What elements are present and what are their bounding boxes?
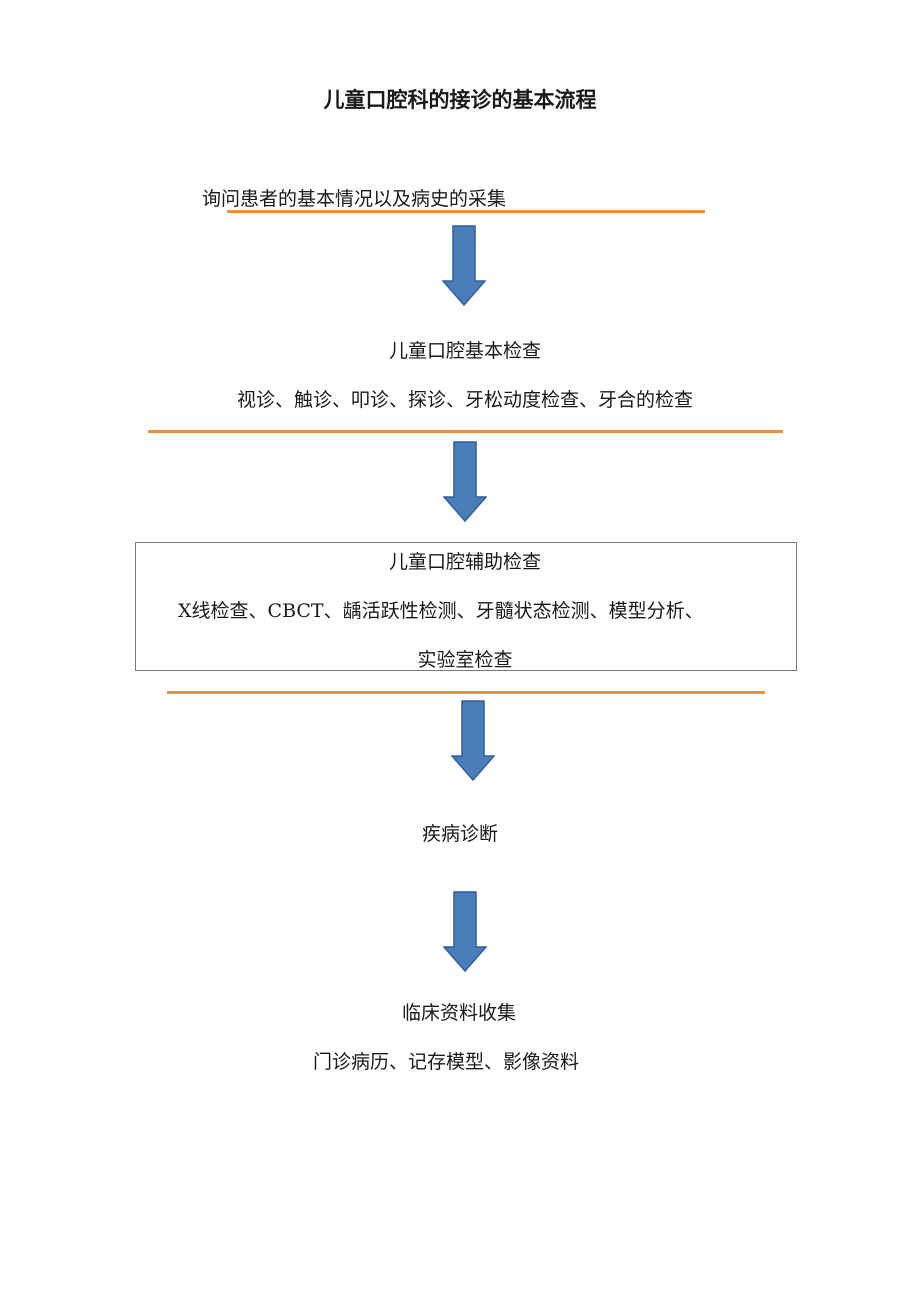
step-5-heading: 临床资料收集: [402, 1002, 517, 1024]
separator-line: [148, 430, 783, 433]
page-title: 儿童口腔科的接诊的基本流程: [323, 88, 597, 112]
down-arrow-icon: [443, 441, 487, 523]
step-1-heading: 询问患者的基本情况以及病史的采集: [202, 188, 507, 210]
step-3-detail-line2: 实验室检查: [417, 649, 513, 671]
step-3-detail-line1: X线检查、CBCT、龋活跃性检测、牙髓状态检测、模型分析、: [178, 600, 704, 622]
step-4-heading: 疾病诊断: [422, 823, 499, 845]
auxiliary-exam-box: [135, 542, 797, 671]
step-2-detail: 视诊、触诊、叩诊、探诊、牙松动度检查、牙合的检查: [236, 389, 693, 411]
step-3-heading: 儿童口腔辅助检查: [388, 551, 541, 573]
separator-line: [167, 691, 765, 694]
down-arrow-icon: [451, 700, 495, 782]
separator-line: [227, 210, 705, 213]
step-5-detail: 门诊病历、记存模型、影像资料: [313, 1051, 580, 1073]
step-2-heading: 儿童口腔基本检查: [388, 340, 541, 362]
down-arrow-icon: [442, 225, 486, 307]
down-arrow-icon: [443, 891, 487, 973]
